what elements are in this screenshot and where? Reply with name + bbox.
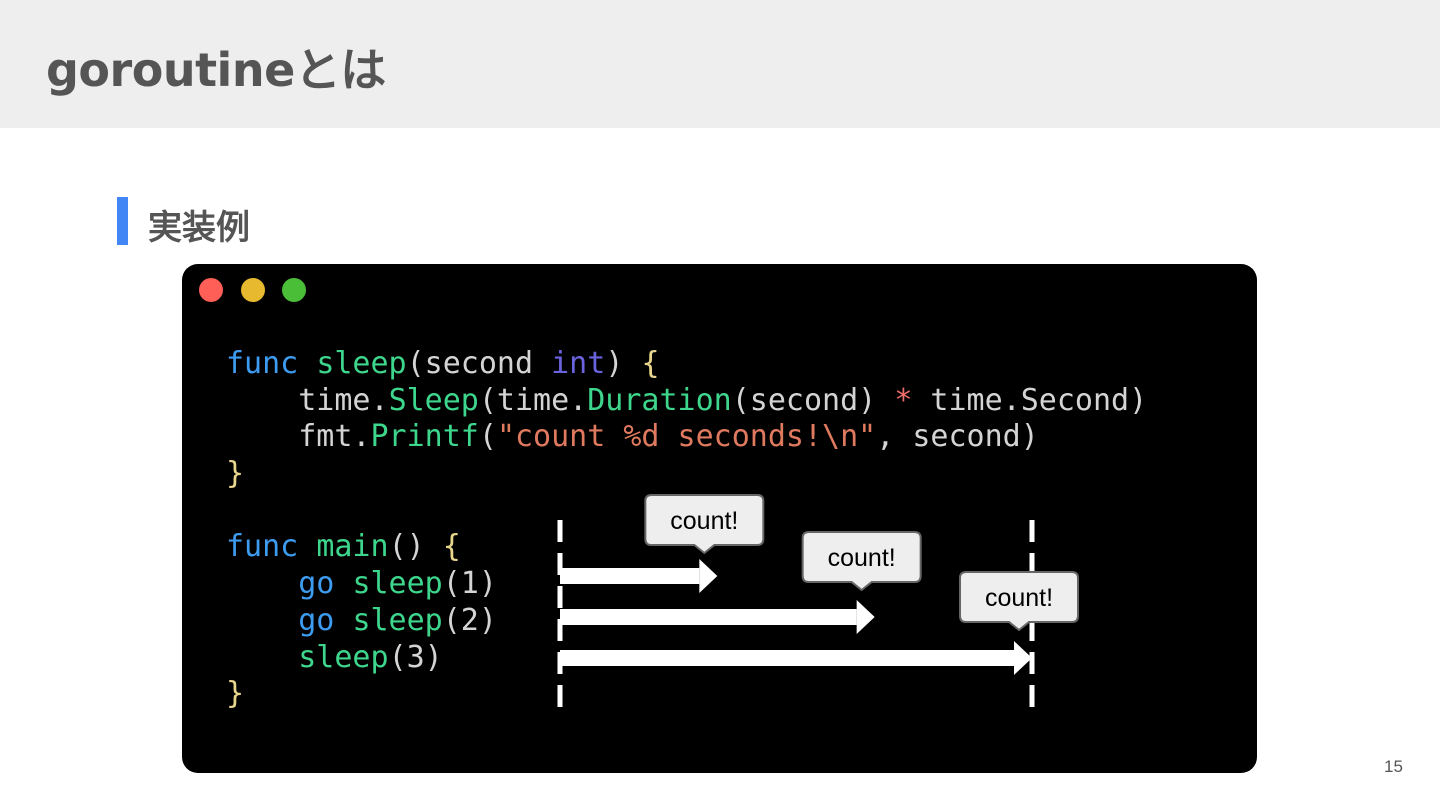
code-token-plain: time.Second) [912, 382, 1148, 418]
code-token-plain: (2) [442, 602, 497, 638]
code-token-brace: { [641, 346, 660, 381]
code-token-plain: (1) [442, 566, 497, 602]
timeline-arrow-shaft [560, 609, 857, 625]
speech-bubble [959, 571, 1079, 632]
code-token-function: Printf [370, 419, 479, 455]
code-token-function: sleep [298, 639, 389, 675]
code-token-plain: (second) [731, 382, 895, 418]
timeline-arrow-head [1014, 641, 1032, 675]
speech-bubble [801, 531, 922, 592]
code-token-function: sleep [352, 566, 443, 602]
code-token-function: main [316, 529, 389, 565]
code-token-plain: , second) [876, 419, 1039, 455]
code-token-keyword: func [226, 346, 299, 381]
code-token-brace: { [442, 529, 461, 565]
code-line: func sleep(second int) { [226, 346, 1147, 383]
speech-bubble-label: count! [828, 544, 896, 572]
window-close-dot [199, 278, 223, 302]
code-line: } [226, 456, 1147, 493]
section-title: 実装例 [148, 208, 250, 248]
code-token-plain: (3) [388, 639, 443, 675]
code-token-brace: } [226, 676, 245, 712]
speech-bubble-label: count! [670, 507, 738, 535]
timeline-arrow-head [856, 600, 875, 634]
code-token-plain: time. [226, 382, 389, 418]
section-accent-bar [117, 197, 128, 245]
speech-bubble-label: count! [985, 584, 1053, 612]
code-token-keyword: func [226, 529, 299, 565]
code-token-function: sleep [316, 346, 407, 381]
slide-header: goroutineとは [0, 0, 1440, 128]
code-token-function: sleep [352, 602, 443, 638]
timeline-diagram: count! count! count! [557, 494, 1079, 712]
code-block: func sleep(second int) { time.Sleep(time… [226, 346, 1147, 713]
speech-bubble [644, 494, 765, 555]
code-token-plain: () [388, 529, 443, 565]
code-line: } [226, 676, 1147, 713]
code-token-type: int [551, 346, 606, 381]
window-minimize-dot [241, 278, 265, 302]
timeline-arrow-shaft [560, 650, 1014, 666]
timeline-arrow-shaft [560, 568, 700, 584]
code-window: func sleep(second int) { time.Sleep(time… [182, 264, 1257, 773]
code-token-plain: ) [605, 346, 642, 381]
code-token-plain: (time. [478, 382, 588, 418]
window-maximize-dot [282, 278, 306, 302]
code-line: fmt.Printf("count %d seconds!\n", second… [226, 419, 1147, 456]
code-token-keyword: go [298, 566, 335, 602]
timeline-arrow-head [699, 559, 718, 593]
page-number: 15 [1384, 757, 1403, 776]
code-token-operator: * [894, 382, 913, 418]
code-line: func main() { [226, 529, 1147, 566]
code-line: sleep(3) [226, 640, 1147, 677]
code-token-plain: fmt. [226, 419, 371, 455]
code-token-string: "count %d seconds!\n" [496, 419, 877, 455]
code-token-keyword: go [298, 602, 335, 638]
code-line: go sleep(1) [226, 566, 1147, 603]
slide-title: goroutineとは [46, 43, 386, 97]
code-token-brace: } [226, 456, 245, 492]
code-token-plain: (second [406, 346, 552, 381]
code-token-function: Sleep [388, 382, 479, 418]
code-line: time.Sleep(time.Duration(second) * time.… [226, 383, 1147, 420]
code-token-plain: ( [478, 419, 497, 455]
code-token-function: Duration [587, 382, 732, 418]
code-line: go sleep(2) [226, 603, 1147, 640]
